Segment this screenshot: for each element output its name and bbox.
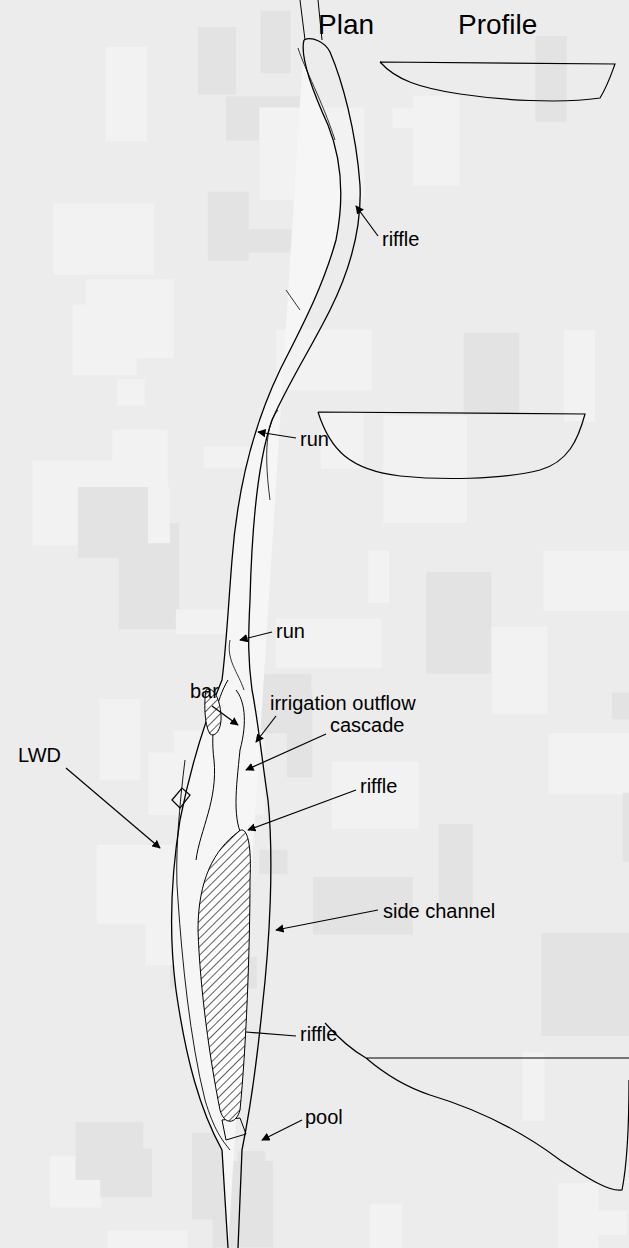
texture-square [464, 333, 519, 415]
feature-label: riffle [382, 228, 419, 250]
texture-square [558, 1183, 599, 1248]
feature-label: riffle [360, 775, 397, 797]
texture-square [53, 204, 153, 275]
texture-square [426, 572, 491, 674]
feature-label: pool [305, 1106, 343, 1128]
view-heading: Plan [318, 10, 374, 41]
texture-square [198, 27, 236, 94]
view-heading: Profile [458, 10, 537, 41]
texture-square [99, 699, 140, 779]
texture-square [549, 733, 629, 794]
texture-square [276, 619, 382, 668]
feature-label: cascade [330, 714, 405, 736]
texture-square [383, 416, 467, 523]
texture-square [368, 551, 389, 603]
texture-square [392, 108, 427, 128]
texture-square [564, 330, 595, 421]
texture-square [78, 487, 148, 558]
texture-square [261, 11, 291, 74]
feature-label: riffle [300, 1023, 337, 1045]
texture-square [208, 192, 249, 261]
leader-arrows [66, 206, 378, 1140]
texture-square [332, 761, 419, 828]
texture-square [623, 793, 629, 862]
texture-square [370, 1204, 402, 1248]
feature-label: irrigation outflow [270, 692, 416, 714]
texture-square [541, 933, 629, 1036]
texture-square [523, 1052, 545, 1120]
feature-label: bar [190, 680, 219, 702]
cross-section-profiles [318, 62, 629, 1190]
stream-channel [172, 0, 361, 1248]
texture-square [86, 279, 174, 358]
texture-square [543, 551, 629, 611]
texture-square [439, 824, 473, 908]
feature-label: LWD [18, 744, 61, 766]
texture-square [535, 36, 566, 122]
texture-square [100, 1148, 152, 1197]
vegetated-island [198, 830, 250, 1121]
feature-label: run [276, 620, 305, 642]
texture-square [492, 627, 547, 715]
feature-label: run [300, 428, 329, 450]
texture-square [117, 379, 144, 405]
background-texture [33, 11, 629, 1248]
feature-label: side channel [383, 900, 495, 922]
texture-square [259, 850, 287, 874]
texture-square [107, 1230, 187, 1248]
texture-square [106, 47, 147, 142]
texture-square [612, 693, 629, 720]
